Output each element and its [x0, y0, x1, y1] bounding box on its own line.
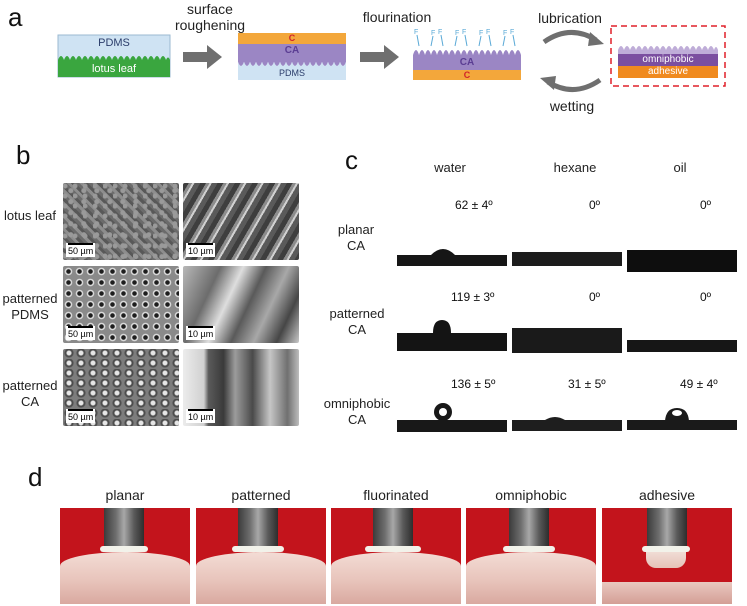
col-header-hexane: hexane [553, 160, 597, 175]
sem-pdms-low-mag: 50 µm [63, 266, 179, 343]
angle-patterned-hexane: 0º [589, 290, 601, 304]
adhered-tissue [646, 552, 686, 568]
droplet-planar-oil [627, 250, 737, 272]
photo-patterned [196, 508, 326, 604]
photo-fluorinated [331, 508, 461, 604]
arrow-1 [183, 45, 222, 69]
col-header-water: water [434, 160, 466, 175]
droplet-patterned-hexane [512, 328, 622, 353]
droplet-omniphobic-hexane [512, 417, 622, 431]
row-c-planar-1: planar [337, 222, 375, 237]
droplet-images [397, 249, 737, 432]
row-label-lotus-leaf: lotus leaf [3, 208, 57, 223]
sem-lotus-high-mag: 10 µm [183, 183, 299, 260]
svg-text:F: F [486, 29, 490, 36]
photo-omniphobic [466, 508, 596, 604]
droplet-omniphobic-water [397, 403, 507, 432]
scale-bar: 50 µm [66, 243, 96, 257]
photo-label-fluorinated: fluorinated [363, 487, 429, 503]
row-c-patterned-1: patterned [329, 306, 385, 321]
droplet-planar-water [397, 249, 507, 266]
svg-text:F: F [438, 29, 442, 36]
scale-bar: 10 µm [186, 409, 216, 423]
pdms-lotus-box [57, 34, 171, 78]
row-c-omniphobic-2: CA [347, 412, 367, 427]
row-label-patterned-pdms-2: PDMS [11, 307, 49, 322]
step-roughening-label: roughening [174, 17, 246, 33]
droplet-patterned-oil [627, 340, 737, 352]
adhesive-label: adhesive [647, 66, 689, 77]
lubrication-arrow [542, 30, 598, 45]
svg-text:F: F [431, 30, 435, 37]
sem-lotus-low-mag: 50 µm [63, 183, 179, 260]
row-c-patterned-2: CA [347, 322, 367, 337]
scale-bar: 50 µm [66, 326, 96, 340]
photo-label-planar: planar [105, 487, 145, 503]
scale-bar: 10 µm [186, 326, 216, 340]
step-surface-label: surface [187, 1, 233, 17]
row-c-omniphobic-1: omniphobic [323, 396, 391, 411]
svg-text:F: F [510, 29, 514, 36]
sem-pdms-high-mag: 10 µm [183, 266, 299, 343]
panel-a-letter: a [8, 2, 23, 32]
svg-text:F: F [479, 30, 483, 37]
scale-bar: 10 µm [186, 243, 216, 257]
panel-b-letter: b [16, 140, 31, 170]
panel-d-letter: d [28, 462, 43, 492]
row-label-patterned-ca-1: patterned [2, 378, 58, 393]
angle-omniphobic-oil: 49 ± 4º [680, 377, 718, 391]
scale-bar: 50 µm [66, 409, 96, 423]
photo-label-adhesive: adhesive [638, 487, 696, 503]
droplet-patterned-water [397, 320, 507, 351]
lubrication-label: lubrication [538, 10, 602, 26]
col-header-oil: oil [673, 160, 687, 175]
omniphobic-adhesive-box [618, 46, 718, 78]
angle-omniphobic-hexane: 31 ± 5º [568, 377, 606, 391]
angle-planar-water: 62 ± 4º [455, 198, 493, 212]
droplet-omniphobic-oil [627, 408, 737, 430]
box2-ca-label: CA [284, 45, 300, 56]
box3-ca-label: CA [459, 57, 475, 68]
box3-c-label: C [463, 70, 471, 80]
omniphobic-label: omniphobic [642, 54, 694, 65]
arrow-2 [360, 45, 399, 69]
photo-label-omniphobic: omniphobic [495, 487, 567, 503]
angle-planar-hexane: 0º [589, 198, 601, 212]
angle-patterned-oil: 0º [700, 290, 712, 304]
sem-ca-high-mag: 10 µm [183, 349, 299, 426]
photo-adhesive [602, 508, 732, 604]
result-dashed-frame [610, 25, 726, 87]
box2-c-label: C [288, 33, 296, 43]
c-ca-pdms-box [238, 33, 346, 80]
panel-c-letter: c [345, 145, 358, 175]
pdms-label: PDMS [98, 37, 130, 49]
box2-pdms-label: PDMS [278, 68, 305, 78]
svg-text:F: F [455, 30, 459, 37]
svg-text:F: F [462, 29, 466, 36]
photo-planar [60, 508, 190, 604]
wetting-label: wetting [549, 98, 595, 114]
step-flourination-label: flourination [362, 9, 432, 25]
svg-text:F: F [414, 29, 418, 36]
row-label-patterned-ca-2: CA [20, 394, 40, 409]
angle-patterned-water: 119 ± 3º [451, 290, 495, 304]
sem-ca-low-mag: 50 µm [63, 349, 179, 426]
wetting-arrow [546, 77, 602, 92]
angle-planar-oil: 0º [700, 198, 712, 212]
droplet-planar-hexane [512, 252, 622, 266]
svg-text:F: F [503, 30, 507, 37]
lotus-leaf-label: lotus leaf [91, 63, 137, 75]
photo-label-patterned: patterned [231, 487, 291, 503]
angle-omniphobic-water: 136 ± 5º [451, 377, 496, 391]
row-c-planar-2: CA [346, 238, 366, 253]
row-label-patterned-pdms-1: patterned [2, 291, 58, 306]
